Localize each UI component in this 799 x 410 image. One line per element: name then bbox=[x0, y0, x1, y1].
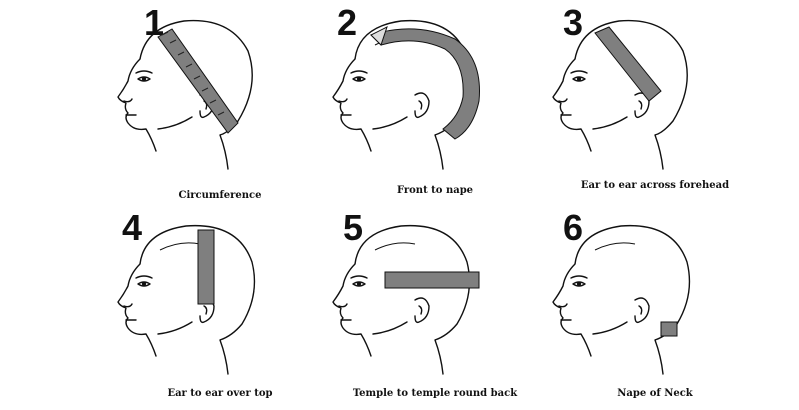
panel-nape-of-neck: 6 Nape of Neck bbox=[535, 210, 775, 410]
caption-nape-of-neck: Nape of Neck bbox=[617, 388, 693, 399]
caption-ear-to-ear-top: Ear to ear over top bbox=[167, 388, 273, 399]
caption-circumference: Circumference bbox=[178, 190, 262, 201]
step-number: 4 bbox=[122, 207, 143, 248]
measuring-tape-circumference bbox=[157, 28, 239, 134]
panel-ear-to-ear-top: 4 Ear to ear over top bbox=[100, 210, 340, 410]
head-illustration-3 bbox=[535, 5, 775, 185]
panel-ear-to-ear-forehead: 3 Ear to ear across forehead bbox=[535, 5, 775, 205]
panel-circumference: 1 Circumference bbox=[100, 5, 340, 205]
step-number: 2 bbox=[337, 2, 358, 43]
caption-front-to-nape: Front to nape bbox=[396, 185, 474, 196]
head-illustration-1 bbox=[100, 5, 340, 185]
caption-temple-to-temple: Temple to temple round back bbox=[352, 388, 518, 399]
caption-ear-to-ear-forehead: Ear to ear across forehead bbox=[580, 180, 730, 191]
measuring-tape-nape-of-neck bbox=[660, 321, 678, 337]
head-illustration-5 bbox=[315, 210, 480, 390]
measuring-tape-front-to-nape bbox=[370, 26, 480, 140]
measuring-tape-ear-to-ear-top bbox=[197, 229, 215, 305]
head-illustration-6 bbox=[535, 210, 775, 390]
panel-front-to-nape: 2 Front to nape bbox=[315, 5, 555, 205]
step-number: 6 bbox=[563, 207, 584, 248]
step-number: 5 bbox=[343, 207, 364, 248]
measuring-tape-ear-to-ear-forehead bbox=[594, 26, 662, 102]
step-number: 1 bbox=[144, 2, 165, 43]
head-illustration-4 bbox=[100, 210, 340, 390]
panel-temple-to-temple: 5 Temple to temple round back bbox=[315, 210, 555, 410]
measuring-tape-temple-to-temple bbox=[384, 271, 480, 289]
head-illustration-2 bbox=[315, 5, 480, 185]
step-number: 3 bbox=[563, 2, 584, 43]
